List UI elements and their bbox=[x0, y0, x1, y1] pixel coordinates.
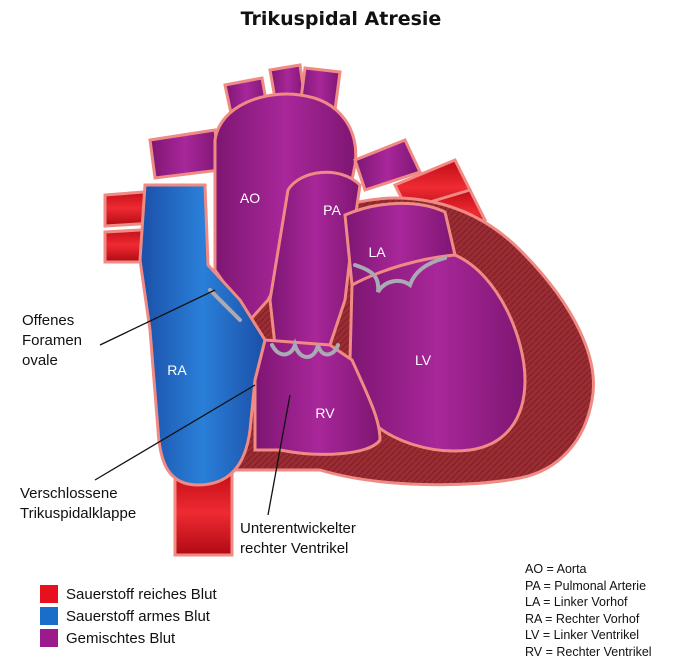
abbreviation-list: AO = Aorta PA = Pulmonal Arterie LA = Li… bbox=[525, 561, 652, 661]
callout-foramen-ovale: Offenes Foramen ovale bbox=[22, 311, 82, 371]
label-pa: PA bbox=[323, 202, 341, 218]
abbreviation-item: AO = Aorta bbox=[525, 561, 652, 578]
label-la: LA bbox=[368, 244, 386, 260]
legend-item: Sauerstoff armes Blut bbox=[40, 605, 217, 627]
callout-line: Unterentwickelter bbox=[240, 519, 356, 539]
callout-line: Verschlossene bbox=[20, 484, 136, 504]
label-ao: AO bbox=[240, 190, 260, 206]
label-lv: LV bbox=[415, 352, 432, 368]
callout-line: ovale bbox=[22, 351, 82, 371]
abbreviation-item: LV = Linker Ventrikel bbox=[525, 627, 652, 644]
legend-label: Gemischtes Blut bbox=[66, 630, 175, 647]
callout-rechter-ventrikel: Unterentwickelter rechter Ventrikel bbox=[240, 519, 356, 559]
legend-label: Sauerstoff reiches Blut bbox=[66, 586, 217, 603]
legend-swatch-blue bbox=[40, 607, 58, 625]
callout-line: rechter Ventrikel bbox=[240, 539, 356, 559]
label-rv: RV bbox=[315, 405, 335, 421]
legend-swatch-red bbox=[40, 585, 58, 603]
callout-trikuspidalklappe: Verschlossene Trikuspidalklappe bbox=[20, 484, 136, 524]
legend-label: Sauerstoff armes Blut bbox=[66, 608, 210, 625]
callout-line: Trikuspidalklappe bbox=[20, 504, 136, 524]
abbreviation-item: PA = Pulmonal Arterie bbox=[525, 578, 652, 595]
abbreviation-item: LA = Linker Vorhof bbox=[525, 594, 652, 611]
label-ra: RA bbox=[167, 362, 187, 378]
legend-swatch-purple bbox=[40, 629, 58, 647]
callout-line: Offenes bbox=[22, 311, 82, 331]
legend-item: Sauerstoff reiches Blut bbox=[40, 583, 217, 605]
callout-line: Foramen bbox=[22, 331, 82, 351]
legend-item: Gemischtes Blut bbox=[40, 627, 217, 649]
abbreviation-item: RV = Rechter Ventrikel bbox=[525, 644, 652, 661]
legend: Sauerstoff reiches Blut Sauerstoff armes… bbox=[40, 583, 217, 649]
abbreviation-item: RA = Rechter Vorhof bbox=[525, 611, 652, 628]
